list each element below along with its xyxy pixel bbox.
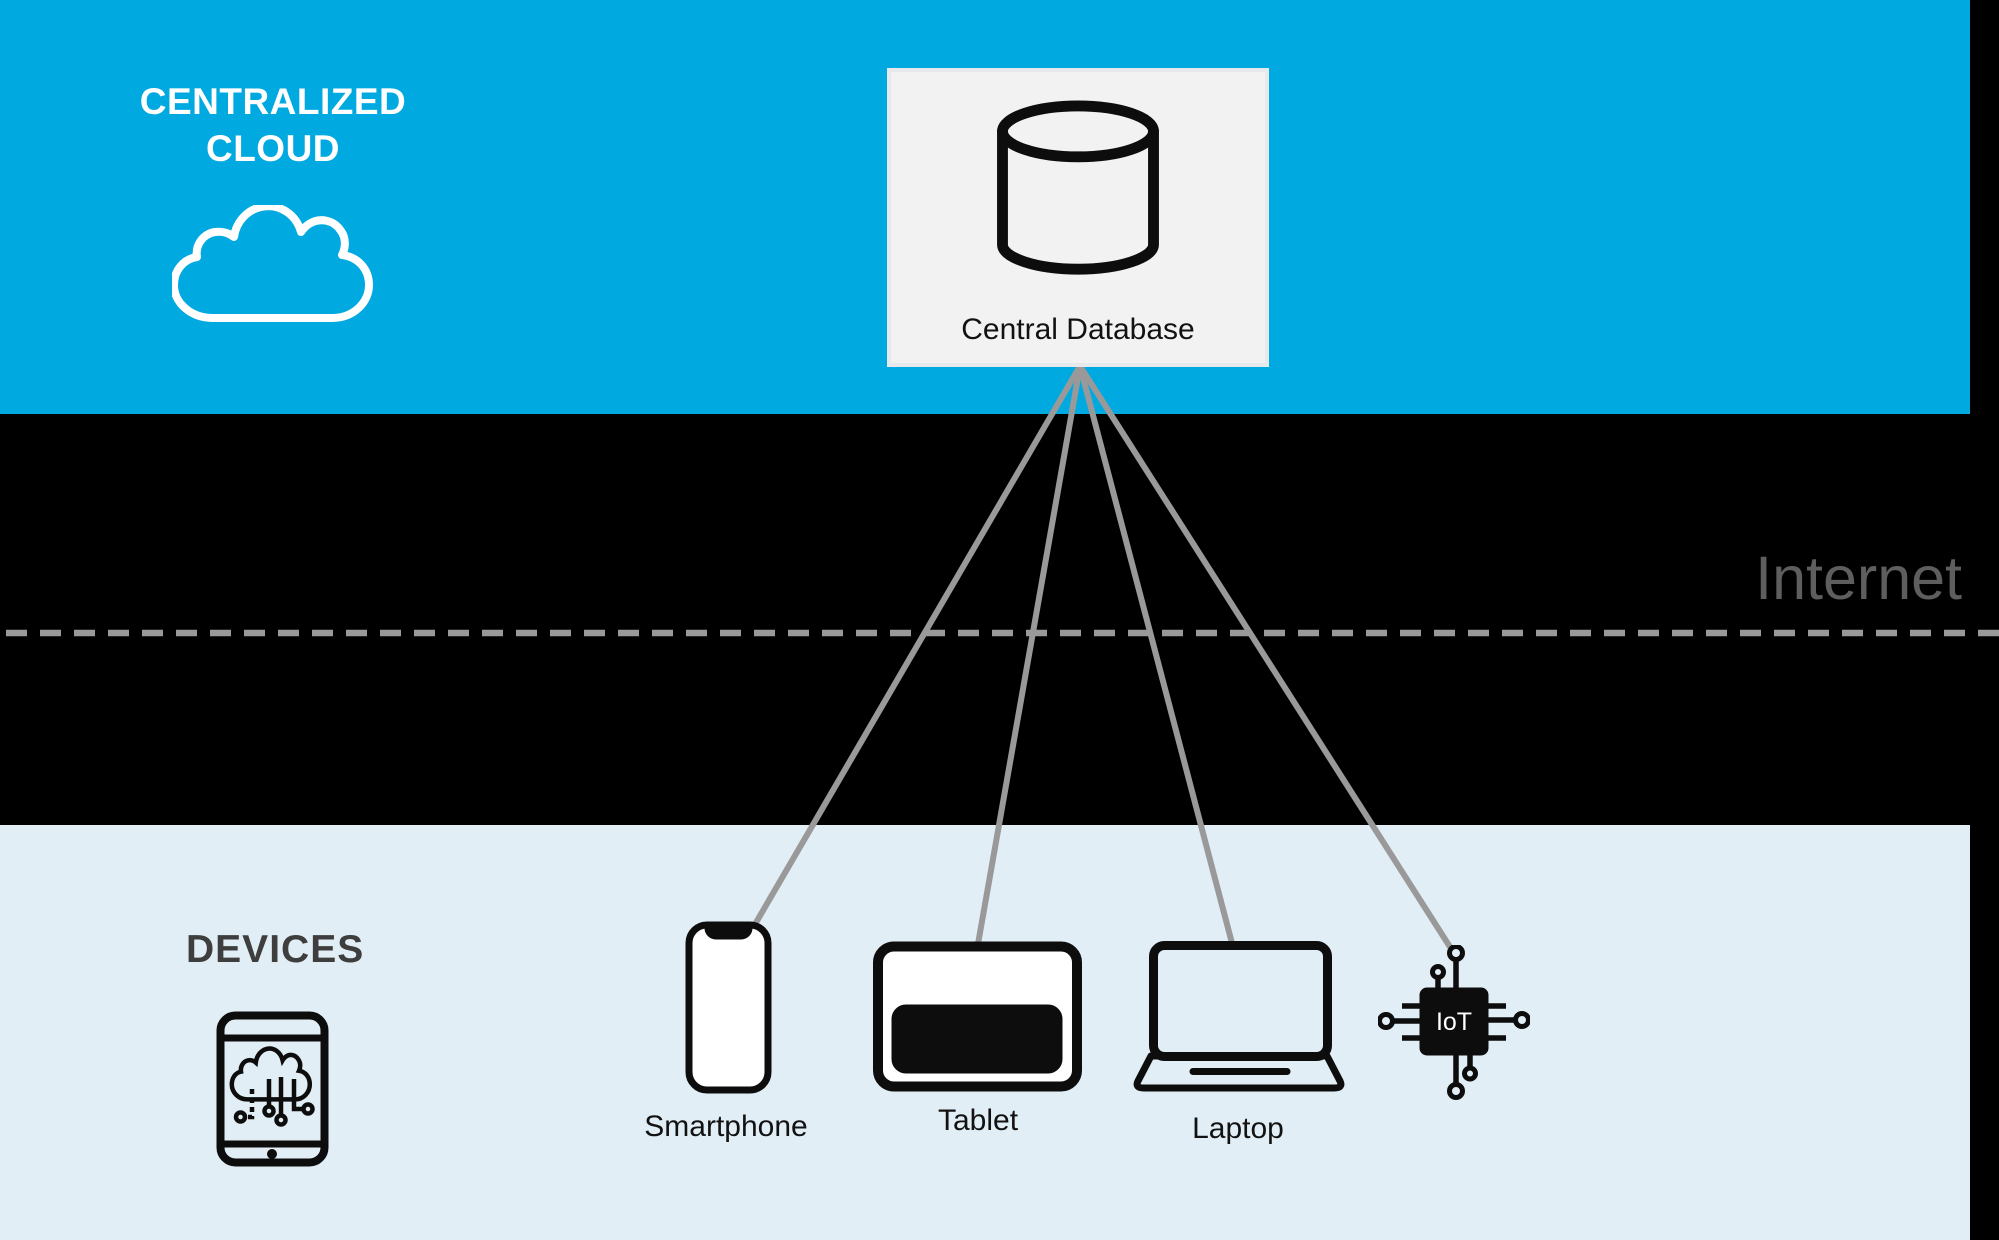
iot-chip-icon: IoT (1378, 945, 1530, 1100)
smartphone-icon (685, 921, 772, 1094)
laptop-label: Laptop (1192, 1112, 1284, 1145)
devices-heading: DEVICES (186, 928, 365, 971)
central-database-label: Central Database (961, 313, 1195, 346)
cloud-icon (172, 205, 373, 322)
centralized-cloud-heading-line2: CLOUD (205, 128, 341, 169)
centralized-cloud-heading: CENTRALIZED CLOUD (112, 78, 434, 172)
tablet-cloud-network-icon (216, 1011, 329, 1167)
iot-chip-label: IoT (1436, 1008, 1472, 1036)
smartphone-label: Smartphone (644, 1110, 808, 1143)
internet-label: Internet (1755, 544, 1962, 612)
tablet-label: Tablet (937, 1104, 1019, 1137)
centralized-cloud-heading-line1: CENTRALIZED (139, 81, 407, 122)
tablet-icon (873, 941, 1082, 1092)
central-database-card: Central Database (887, 68, 1269, 367)
laptop-icon (1133, 941, 1345, 1092)
database-icon (997, 100, 1159, 275)
